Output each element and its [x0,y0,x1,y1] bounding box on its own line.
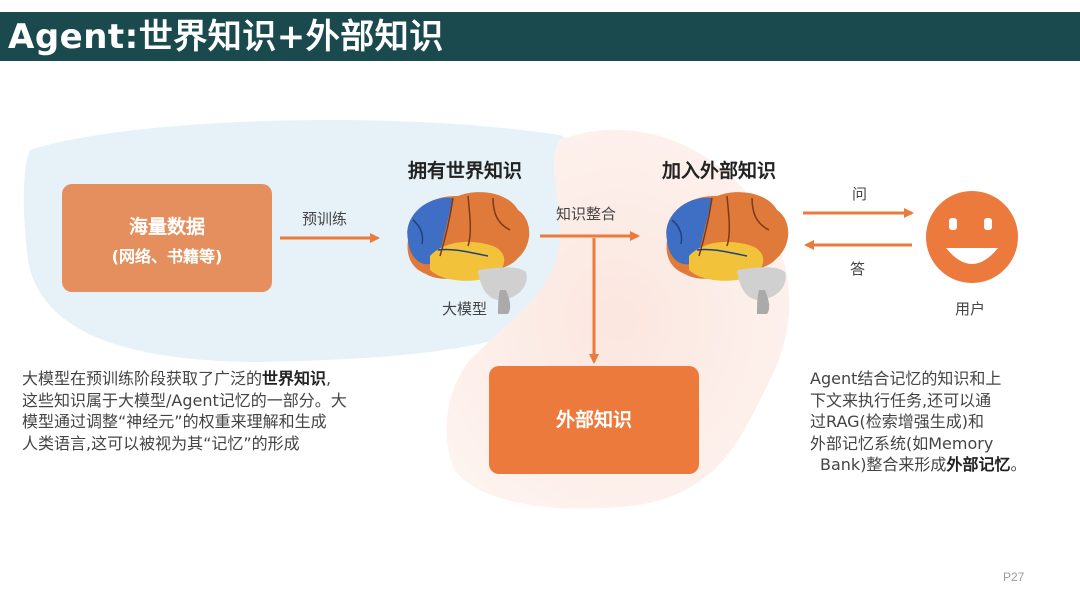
big-model-label: 大模型 [442,300,488,318]
title-bar: Agent:世界知识+外部知识 [0,12,1080,61]
page-title: Agent:世界知识+外部知识 [8,17,444,57]
left-line-1: 大模型在预训练阶段获取了广泛的世界知识, [22,369,332,388]
massive-data-sublabel: (网络、书籍等) [111,247,223,266]
right-line-2: 下文来执行任务,还可以通 [810,390,992,410]
left-line-4: 人类语言,这可以被视为其“记忆”的形成 [22,433,300,453]
left-line-2: 这些知识属于大模型/Agent记忆的一部分。大 [22,390,347,410]
external-memory-emphasis: 外部记忆 [946,455,1011,474]
world-knowledge-emphasis: 世界知识 [262,369,327,388]
massive-data-label: 海量数据 [128,216,205,238]
right-line-4: 外部记忆系统(如Memory [810,433,994,453]
ask-label: 问 [852,185,868,203]
right-line-3: 过RAG(检索增强生成)和 [810,412,985,431]
right-description: Agent结合记忆的知识和上 下文来执行任务,还可以通 过RAG(检索增强生成)… [810,368,1072,476]
integrate-label: 知识整合 [556,205,617,223]
page-number: P27 [1003,570,1025,584]
external-knowledge-box: 外部知识 [489,366,699,474]
brain-icon [666,192,789,314]
world-knowledge-background [23,119,582,362]
user-label: 用户 [955,300,986,318]
world-knowledge-heading: 拥有世界知识 [408,160,523,182]
left-line-3: 模型通过调整“神经元”的权重来理解和生成 [22,412,327,431]
answer-label: 答 [850,260,866,278]
massive-data-box: 海量数据 (网络、书籍等) [62,184,272,292]
left-description: 大模型在预训练阶段获取了广泛的世界知识, 这些知识属于大模型/Agent记忆的一… [22,368,442,454]
right-line-5: Bank)整合来形成外部记忆。 [820,455,1027,474]
brain-icon [407,192,530,314]
pretrain-label: 预训练 [302,210,348,228]
external-knowledge-heading: 加入外部知识 [662,160,777,182]
right-line-1: Agent结合记忆的知识和上 [810,369,1002,388]
smiley-face-icon [926,191,1018,283]
